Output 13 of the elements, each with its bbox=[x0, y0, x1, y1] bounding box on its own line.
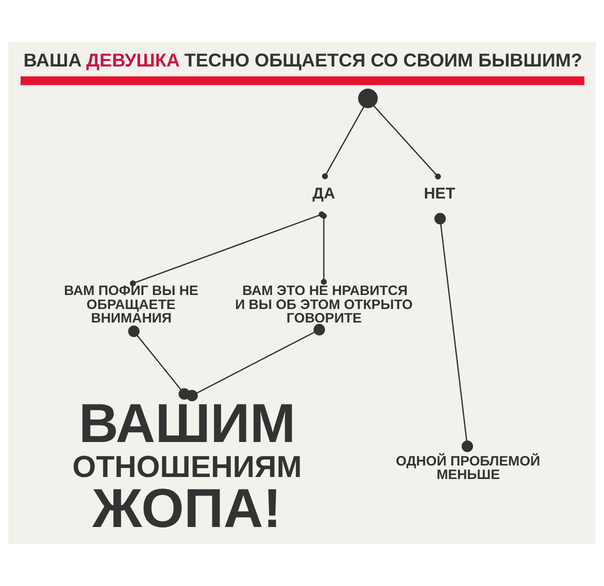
node-text: ВАМ ПОФИГ ВЫ НЕ ОБРАЩАЕТЕ ВНИМАНИЯ bbox=[64, 283, 198, 326]
connector bbox=[320, 212, 327, 285]
connector bbox=[186, 324, 326, 402]
connector bbox=[434, 212, 474, 452]
node-circle bbox=[358, 88, 378, 108]
node-text: ВАШИМ ОТНОШЕНИЯМ ЖОПА! bbox=[72, 392, 302, 540]
node-text: НЕТ bbox=[424, 186, 456, 203]
connector bbox=[373, 105, 441, 180]
node-text: ОДНОЙ ПРОБЛЕМОЙ МЕНЬШЕ bbox=[396, 453, 540, 482]
node-text: ВАМ ЭТО НЕ НРАВИТСЯ И ВЫ ОБ ЭТОМ ОТКРЫТО ГОВОРИТЕ bbox=[235, 283, 413, 326]
diagram-title: ВАША ДЕВУШКА ТЕСНО ОБЩАЕТСЯ СО СВОИМ БЫВШИМ? bbox=[24, 50, 582, 71]
connector bbox=[322, 106, 364, 180]
node-text: ДА bbox=[312, 186, 336, 203]
